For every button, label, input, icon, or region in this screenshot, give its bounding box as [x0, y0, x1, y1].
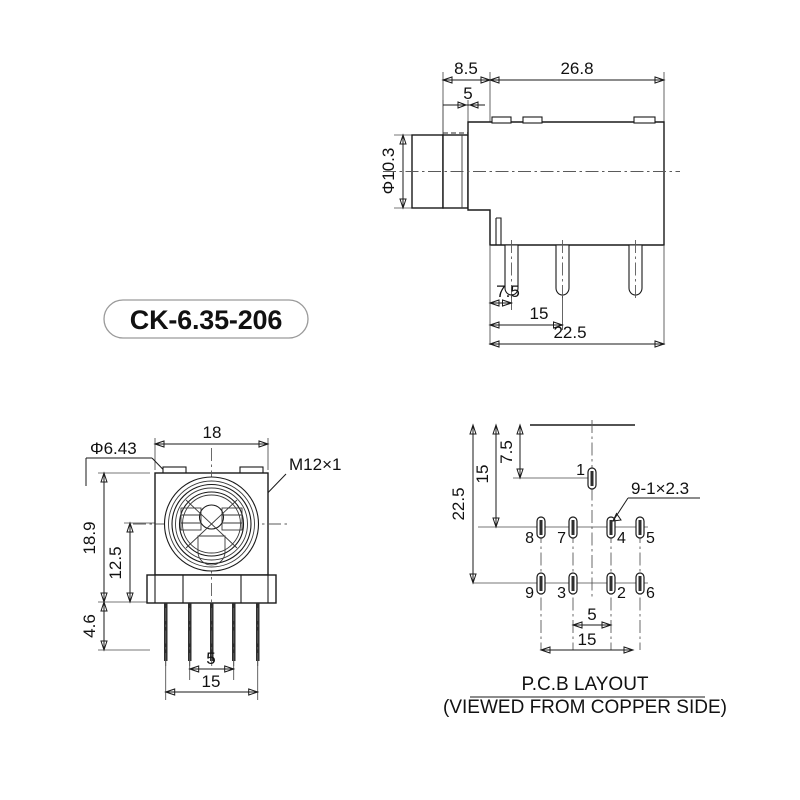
- dimension-18-label: 18: [203, 423, 222, 442]
- pcb-pad-5-number: 5: [646, 530, 655, 547]
- pcb-pad-9: 9: [525, 572, 546, 602]
- dimension-22-5-pcb-label: 22.5: [449, 487, 468, 520]
- dimension-8-5: 8.5: [441, 59, 492, 84]
- dimension-5-side: 5: [443, 84, 485, 109]
- dimension-7-5-pcb: 7.5: [497, 423, 524, 480]
- pcb-pad-6: 6: [635, 572, 655, 602]
- pcb-caption: P.C.B LAYOUT (VIEWED FROM COPPER SIDE): [443, 674, 727, 718]
- part-label-text: CK-6.35-206: [130, 305, 283, 335]
- pcb-pad-5: 5: [635, 516, 655, 547]
- dimension-18-9-label: 18.9: [80, 521, 99, 554]
- dimension-5-pcb: 5: [571, 605, 613, 629]
- side-view-bottom-extension-lines: [489, 246, 665, 345]
- front-view-body: [133, 448, 290, 668]
- pcb-pad-9-number: 9: [525, 585, 534, 602]
- pcb-pad-8-number: 8: [525, 530, 534, 547]
- dimension-15-front: 15: [164, 661, 260, 700]
- side-view-pins: [504, 240, 643, 300]
- dimension-15-side: 15: [488, 304, 565, 329]
- callout-phi6-43-label: Φ6.43: [90, 439, 137, 458]
- dimension-18-9: 18.9: [80, 471, 150, 604]
- front-view: 18 Φ6.43 M12×1 18.9: [80, 423, 341, 700]
- pcb-pad-7-number: 7: [557, 530, 566, 547]
- dimension-26-8-label: 26.8: [560, 59, 593, 78]
- callout-hole-size: 9-1×2.3: [612, 479, 700, 522]
- dimension-22-5-side-label: 22.5: [553, 323, 586, 342]
- dimension-15-pcb-horizontal-label: 15: [578, 630, 597, 649]
- dimension-15-front-label: 15: [202, 672, 221, 691]
- part-label-badge: CK-6.35-206: [103, 299, 309, 339]
- dimension-5-front: 5: [188, 649, 236, 680]
- part-label-badge-shape: [103, 299, 309, 339]
- dimension-8-5-label: 8.5: [454, 59, 478, 78]
- pcb-pad-4-number: 4: [617, 530, 626, 547]
- side-view-housing: [467, 121, 665, 246]
- callout-hole-size-label: 9-1×2.3: [631, 479, 689, 498]
- side-view: 8.5 26.8 5 Φ10.3: [379, 59, 680, 348]
- dimension-7-5-pcb-label: 7.5: [497, 440, 516, 464]
- dimension-5-pcb-label: 5: [587, 605, 596, 624]
- dimension-26-8: 26.8: [488, 59, 666, 84]
- pcb-pad-6-number: 6: [646, 585, 655, 602]
- dimension-18: 18: [153, 423, 270, 470]
- pcb-pad-1-number: 1: [576, 462, 585, 479]
- side-view-top-tabs: [491, 116, 656, 124]
- dimension-4-6: 4.6: [80, 600, 150, 652]
- side-view-bracket: [489, 210, 502, 246]
- pcb-pad-8: 8: [525, 516, 546, 547]
- pcb-pad-2-number: 2: [617, 585, 626, 602]
- pcb-pad-centerlines: [540, 530, 641, 650]
- front-view-pins: [164, 603, 260, 668]
- pcb-pad-2: 2: [606, 572, 626, 602]
- dimension-4-6-label: 4.6: [80, 614, 99, 638]
- dimension-15-side-label: 15: [530, 304, 549, 323]
- pcb-pad-4: 4: [606, 516, 626, 547]
- pcb-caption-main: P.C.B LAYOUT: [521, 674, 648, 695]
- dimension-7-5-side-label: 7.5: [496, 282, 520, 301]
- callout-m12x1-label: M12×1: [289, 455, 341, 474]
- pcb-pad-3-number: 3: [557, 585, 566, 602]
- dimension-5-side-label: 5: [463, 84, 472, 103]
- pcb-pad-7: 7: [557, 516, 578, 547]
- dimension-15-pcb-vertical: 15: [473, 423, 500, 529]
- pcb-caption-sub: (VIEWED FROM COPPER SIDE): [443, 697, 727, 718]
- dimension-phi10-3-label: Φ10.3: [379, 148, 398, 195]
- pcb-layout-view: 22.5 15 7.5 1: [443, 420, 727, 718]
- pcb-pad-1: 1: [576, 462, 597, 490]
- dimension-15-pcb-vertical-label: 15: [473, 465, 492, 484]
- dimension-22-5-side: 22.5: [488, 323, 666, 348]
- dimension-22-5-pcb: 22.5: [449, 423, 477, 585]
- pcb-pad-3: 3: [557, 572, 578, 602]
- dimension-5-front-label: 5: [206, 649, 215, 668]
- front-view-jack: [163, 476, 260, 572]
- dimension-7-5-side: 7.5: [488, 282, 520, 307]
- dimension-12-5-label: 12.5: [106, 546, 125, 579]
- dimension-12-5: 12.5: [106, 521, 168, 604]
- dimension-15-pcb-horizontal: 15: [539, 630, 635, 654]
- side-view-body: [383, 116, 680, 300]
